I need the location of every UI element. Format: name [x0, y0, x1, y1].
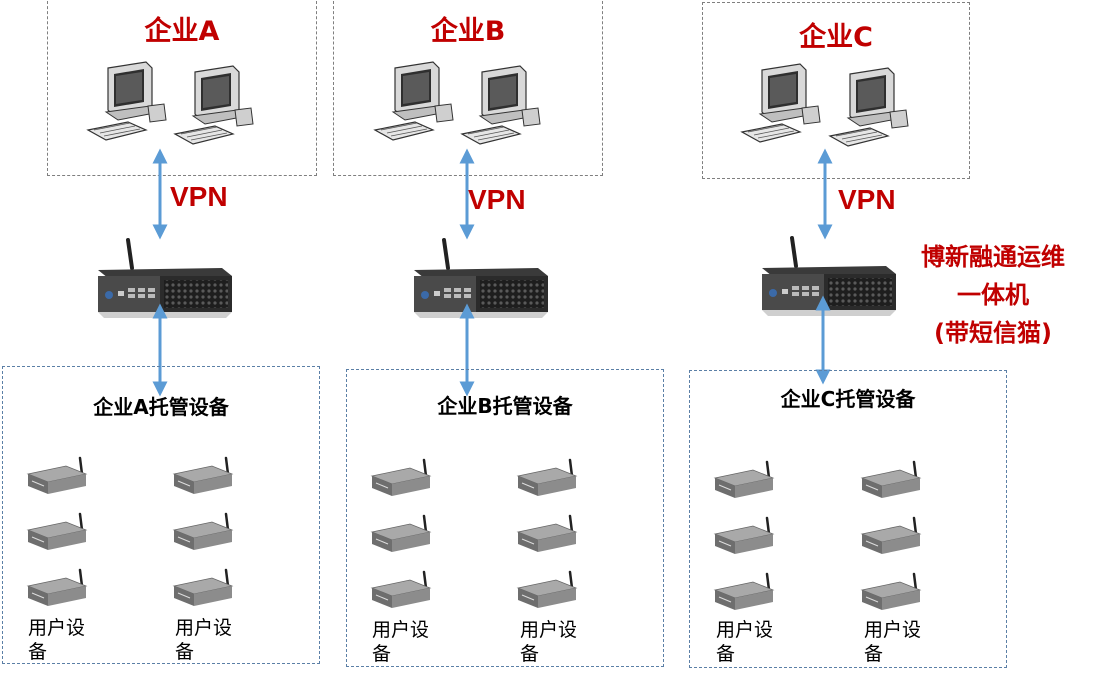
enterprise-a-computer-2-icon [174, 65, 254, 145]
enterprise-a-title: 企业A [144, 16, 220, 47]
product-label-line-3: (带短信猫) [934, 319, 1052, 347]
device-icon [516, 458, 578, 498]
device-icon [516, 570, 578, 610]
enterprise-b-title: 企业B [430, 16, 506, 47]
product-label-line-2: 一体机 [957, 281, 1029, 309]
enterprise-c-host-arrow [815, 295, 831, 385]
device-label: 用户设备 [864, 619, 922, 665]
enterprise-b-hosted-box: 企业B托管设备 [346, 369, 664, 667]
enterprise-b-computer-1-icon [374, 61, 454, 141]
enterprise-c-box: 企业C [702, 2, 970, 179]
enterprise-a-hosted-box: 企业A托管设备 [2, 366, 320, 664]
enterprise-c-vpn-arrow [817, 148, 833, 240]
enterprise-a-vpn-arrow [152, 148, 168, 240]
device-icon [172, 512, 234, 552]
enterprise-c-computer-1-icon [741, 63, 821, 143]
enterprise-b-box: 企业B [333, 0, 603, 176]
device-icon [26, 512, 88, 552]
device-icon [713, 516, 775, 556]
device-icon [370, 570, 432, 610]
enterprise-c-computer-2-icon [829, 67, 909, 147]
device-icon [516, 514, 578, 554]
enterprise-c-hosted-box: 企业C托管设备 [689, 370, 1007, 668]
enterprise-c-vpn-label: VPN [838, 184, 896, 215]
device-label: 用户设备 [520, 619, 578, 665]
enterprise-b-computer-2-icon [461, 65, 541, 145]
device-icon [370, 458, 432, 498]
enterprise-b-server-icon [412, 238, 550, 320]
enterprise-a-vpn-label: VPN [170, 181, 228, 212]
enterprise-b-hosted-title: 企业B托管设备 [437, 394, 573, 418]
enterprise-b-vpn-arrow [459, 148, 475, 240]
device-icon [26, 568, 88, 608]
device-label: 用户设备 [716, 619, 774, 665]
device-label: 用户设备 [372, 619, 430, 665]
enterprise-a-computer-1-icon [87, 61, 167, 141]
device-icon [172, 568, 234, 608]
enterprise-c-hosted-title: 企业C托管设备 [780, 387, 916, 411]
device-label: 用户设备 [175, 617, 233, 663]
device-icon [713, 572, 775, 612]
enterprise-a-host-arrow [152, 303, 168, 397]
device-label: 用户设备 [28, 617, 86, 663]
device-icon [172, 456, 234, 496]
device-icon [26, 456, 88, 496]
enterprise-a-box: 企业A [47, 0, 317, 176]
enterprise-c-title: 企业C [799, 22, 873, 53]
device-icon [860, 516, 922, 556]
device-icon [370, 514, 432, 554]
product-label-line-1: 博新融通运维 [921, 243, 1065, 271]
device-icon [713, 460, 775, 500]
product-label: 博新融通运维 一体机 (带短信猫) [898, 238, 1088, 352]
device-icon [860, 572, 922, 612]
device-icon [860, 460, 922, 500]
enterprise-b-host-arrow [459, 303, 475, 397]
enterprise-b-vpn-label: VPN [468, 184, 526, 215]
enterprise-a-hosted-title: 企业A托管设备 [93, 395, 229, 419]
